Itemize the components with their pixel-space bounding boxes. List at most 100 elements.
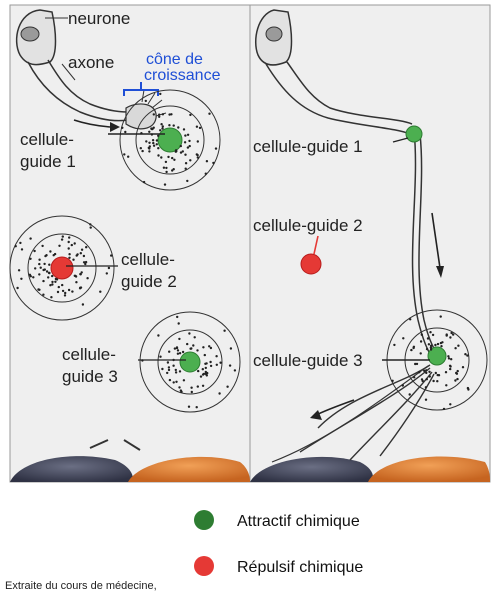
granule-dot — [188, 139, 191, 143]
granule-dot — [89, 223, 92, 226]
granule-dot — [193, 336, 196, 339]
granule-dot — [121, 126, 124, 129]
granule-dot — [466, 354, 469, 357]
granule-dot — [424, 386, 428, 389]
granule-dot — [401, 384, 404, 387]
granule-dot — [425, 378, 428, 381]
growth-direction-arrow — [73, 119, 111, 128]
granule-dot — [209, 364, 213, 368]
mark-2 — [123, 439, 141, 451]
granule-dot — [63, 291, 67, 295]
granule-dot — [445, 333, 448, 336]
granule-dot — [79, 252, 83, 255]
granule-dot — [166, 361, 170, 364]
granule-dot — [163, 183, 167, 186]
granule-dot — [414, 362, 417, 366]
granule-dot — [179, 151, 183, 154]
granule-dot — [61, 235, 64, 238]
granule-dot — [56, 290, 60, 294]
granule-dot — [440, 345, 443, 348]
granule-dot — [14, 245, 17, 248]
granule-dot — [34, 267, 37, 270]
granule-dot — [68, 236, 71, 239]
axone-pointer — [61, 63, 76, 81]
granule-dot — [51, 274, 54, 278]
granule-dot — [196, 156, 199, 159]
target-tissue-orange-right — [368, 456, 490, 482]
guide1-right-label: cellule-guide 1 — [253, 137, 363, 156]
granule-dot — [186, 179, 189, 183]
granule-dot — [157, 134, 160, 137]
granule-dot — [42, 279, 45, 283]
granule-dot — [184, 134, 187, 137]
granule-dot — [80, 248, 84, 251]
granule-dot — [42, 293, 45, 296]
granule-dot — [409, 318, 412, 321]
granule-dot — [419, 352, 422, 355]
granule-dot — [47, 271, 51, 275]
legend: Attractif chimique Répulsif chimique — [194, 510, 363, 576]
legend-attractif-swatch — [194, 510, 214, 530]
granule-dot — [19, 241, 22, 245]
granule-dot — [168, 350, 171, 353]
granule-dot — [158, 113, 161, 116]
granule-dot — [214, 147, 218, 150]
granule-dot — [424, 398, 428, 401]
granule-dot — [45, 254, 48, 257]
granule-dot — [175, 380, 178, 383]
granule-dot — [54, 280, 57, 283]
granule-dot — [60, 238, 64, 241]
granule-dot — [425, 371, 428, 375]
granule-dot — [51, 280, 54, 284]
granule-dot — [67, 247, 70, 250]
granule-dot — [449, 403, 452, 406]
granule-dot — [223, 329, 226, 332]
granule-dot — [196, 349, 199, 352]
granule-dot — [466, 386, 470, 390]
granule-dot — [456, 369, 459, 373]
granule-dot — [159, 355, 162, 358]
granule-dot — [454, 347, 457, 350]
granule-dot — [172, 381, 175, 384]
granule-dot — [54, 277, 58, 281]
granule-dot — [41, 244, 44, 248]
granule-dot — [172, 358, 175, 362]
granule-dot — [164, 160, 168, 164]
granule-dot — [178, 352, 182, 355]
left-neuron — [15, 9, 167, 130]
granule-dot — [432, 379, 435, 383]
granule-dot — [81, 303, 85, 306]
granule-dot — [150, 127, 153, 130]
granule-dot — [178, 386, 181, 389]
granule-dot — [464, 353, 467, 356]
granule-dot — [150, 133, 154, 136]
granule-dot — [174, 149, 178, 152]
granule-dot — [67, 240, 70, 244]
guide1-left-label-line1: cellule- — [20, 130, 74, 149]
granule-dot — [189, 113, 192, 117]
granule-dot — [425, 347, 429, 351]
axone-label: axone — [68, 53, 114, 72]
granule-dot — [447, 357, 451, 360]
granule-dot — [145, 140, 148, 143]
granule-dot — [423, 369, 426, 372]
granule-dot — [139, 147, 142, 150]
granule-dot — [434, 343, 437, 347]
granule-dot — [165, 170, 168, 174]
granule-dot — [127, 155, 130, 158]
granule-dot — [425, 369, 428, 372]
granule-dot — [86, 277, 89, 280]
granule-dot — [436, 380, 439, 383]
granule-dot — [215, 355, 218, 358]
granule-dot — [157, 334, 160, 337]
granule-dot — [179, 144, 182, 148]
granule-dot — [17, 269, 21, 272]
granule-dot — [431, 333, 435, 337]
granule-dot — [38, 262, 41, 266]
right-down-arrow-line — [431, 212, 441, 269]
granule-dot — [107, 266, 111, 270]
guide2-left-label-line2: guide 2 — [121, 272, 177, 291]
granule-dot — [195, 406, 198, 409]
granule-dot — [148, 147, 151, 150]
granule-dot — [436, 342, 440, 346]
